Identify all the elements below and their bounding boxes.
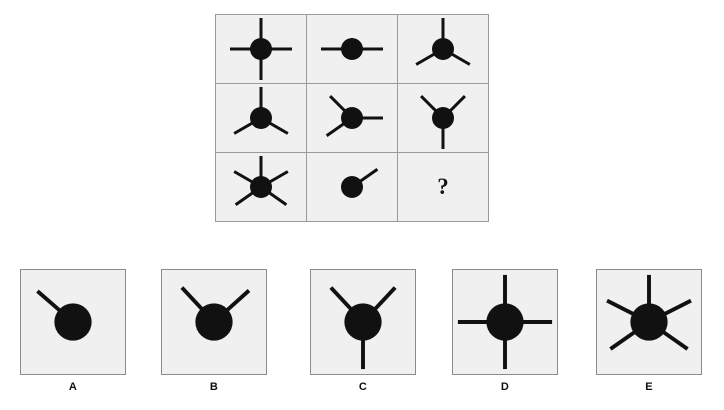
answer-option-b[interactable]: B [161, 269, 269, 393]
spoke-4 [661, 329, 689, 351]
answer-options-row: A B C D E [0, 269, 724, 399]
answer-option-c[interactable]: C [310, 269, 418, 393]
spoke-0 [448, 95, 466, 113]
spoke-2 [268, 121, 289, 135]
answer-option-a-figure[interactable] [20, 269, 126, 375]
spoke-1 [415, 52, 436, 66]
hub-circle [486, 303, 524, 341]
spoke-1 [233, 121, 254, 135]
spoke-1 [329, 95, 347, 113]
matrix-cell-one-spoke-upright[interactable] [307, 153, 397, 221]
spoke-0 [180, 286, 205, 312]
hub-circle [195, 303, 233, 341]
answer-option-d-figure[interactable] [452, 269, 558, 375]
hub-circle [630, 303, 668, 341]
matrix-cell-five-spoke-star[interactable] [216, 153, 306, 221]
matrix-cell-three-spoke-upleft-downleft-right[interactable] [307, 84, 397, 152]
matrix-cell-missing-cell-question-mark[interactable]: ? [398, 153, 488, 221]
hub-circle [344, 303, 382, 341]
hub-circle [341, 38, 363, 60]
hub-circle [432, 107, 454, 129]
hub-circle [341, 107, 363, 129]
hub-circle [250, 38, 272, 60]
hub-circle [432, 38, 454, 60]
answer-option-c-label: C [358, 381, 368, 393]
answer-option-e-figure[interactable] [596, 269, 702, 375]
answer-option-c-figure[interactable] [310, 269, 416, 375]
matrix-cell-three-spoke-upleft-upright-down[interactable] [398, 84, 488, 152]
spoke-2 [450, 52, 471, 66]
hub-circle [54, 303, 92, 341]
answer-option-e[interactable]: E [596, 269, 704, 393]
hub-circle [341, 176, 363, 198]
answer-option-d-label: D [500, 381, 510, 393]
hub-circle [250, 176, 272, 198]
spoke-4 [267, 190, 288, 207]
hub-circle [250, 107, 272, 129]
spoke-2 [268, 170, 289, 184]
spoke-0 [329, 286, 354, 312]
answer-option-b-figure[interactable] [161, 269, 267, 375]
matrix-cell-three-spoke-up-downleft-downright[interactable] [398, 15, 488, 83]
spoke-0 [358, 167, 379, 184]
spoke-1 [233, 170, 254, 184]
matrix-cell-two-spoke-horizontal[interactable] [307, 15, 397, 83]
spoke-0 [36, 289, 62, 313]
spoke-1 [606, 298, 636, 317]
question-mark: ? [437, 173, 449, 199]
spoke-1 [372, 286, 397, 312]
answer-option-b-label: B [209, 381, 219, 393]
answer-option-d[interactable]: D [452, 269, 560, 393]
answer-option-e-label: E [645, 381, 653, 393]
spoke-3 [609, 329, 637, 351]
spoke-1 [420, 95, 438, 113]
spoke-2 [325, 121, 346, 138]
spoke-3 [234, 190, 255, 207]
spoke-2 [662, 298, 692, 317]
spoke-1 [225, 289, 251, 313]
answer-option-a-label: A [68, 381, 78, 393]
answer-option-a[interactable]: A [20, 269, 128, 393]
matrix-cell-three-spoke-up-downleft-downright[interactable] [216, 84, 306, 152]
matrix-grid: ? [215, 14, 489, 222]
matrix-cell-four-spoke-cross[interactable] [216, 15, 306, 83]
